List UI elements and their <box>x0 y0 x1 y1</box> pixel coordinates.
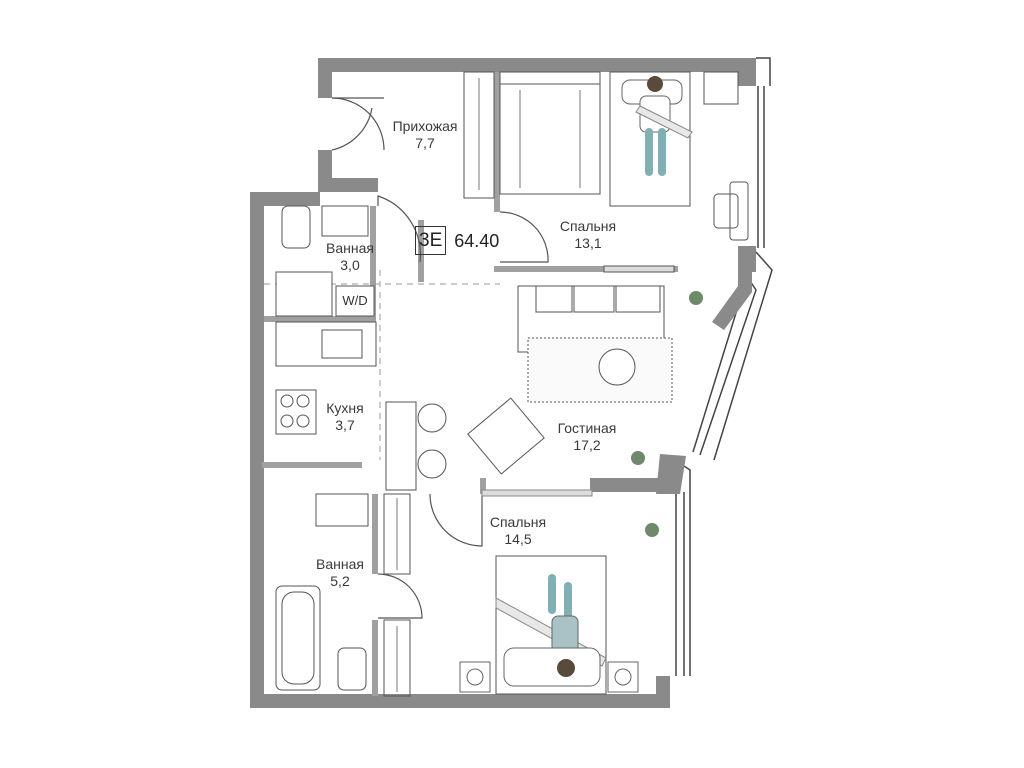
plants <box>631 291 703 537</box>
living-room-furniture <box>467 265 675 475</box>
room-label-hallway: Прихожая 7,7 <box>385 118 465 152</box>
room-label-bathroom-2: Ванная 5,2 <box>300 556 380 590</box>
doors <box>331 97 549 619</box>
apartment-type-code: 3E <box>415 226 447 255</box>
washer-dryer-label: W/D <box>342 293 368 308</box>
room-area: 17,2 <box>573 437 601 453</box>
room-name: Гостиная <box>557 420 617 436</box>
apartment-badge: 3E 64.40 <box>415 226 499 256</box>
kitchen-fixtures <box>275 321 447 491</box>
room-label-bedroom-2: Спальня 14,5 <box>478 514 558 548</box>
room-name: Спальня <box>559 218 617 234</box>
wardrobes <box>383 71 601 697</box>
room-area: 3,7 <box>335 417 355 433</box>
room-name: Прихожая <box>392 118 458 134</box>
room-label-bedroom-1: Спальня 13,1 <box>548 218 628 252</box>
room-area: 13,1 <box>574 235 602 251</box>
hangers <box>396 78 581 692</box>
room-area: 7,7 <box>415 135 435 151</box>
bed-2 <box>459 489 639 695</box>
room-name: Ванная <box>326 240 374 256</box>
room-area: 5,2 <box>330 573 350 589</box>
interior-walls <box>262 72 678 696</box>
bathroom-2-fixtures <box>275 493 369 691</box>
desk-1 <box>703 71 749 241</box>
bed-1 <box>609 71 693 207</box>
room-name: Кухня <box>326 400 364 416</box>
room-label-living-room: Гостиная 17,2 <box>542 420 632 454</box>
room-label-kitchen: Кухня 3,7 <box>305 400 385 434</box>
apartment-total-area: 64.40 <box>454 231 500 251</box>
zone-lines <box>264 270 500 460</box>
room-area: 3,0 <box>340 257 360 273</box>
room-name: Спальня <box>489 514 547 530</box>
room-area: 14,5 <box>504 531 532 547</box>
bathroom-1-fixtures <box>275 205 375 317</box>
room-name: Ванная <box>316 556 364 572</box>
facade-columns <box>656 252 752 494</box>
room-label-bathroom-1: Ванная 3,0 <box>310 240 390 274</box>
